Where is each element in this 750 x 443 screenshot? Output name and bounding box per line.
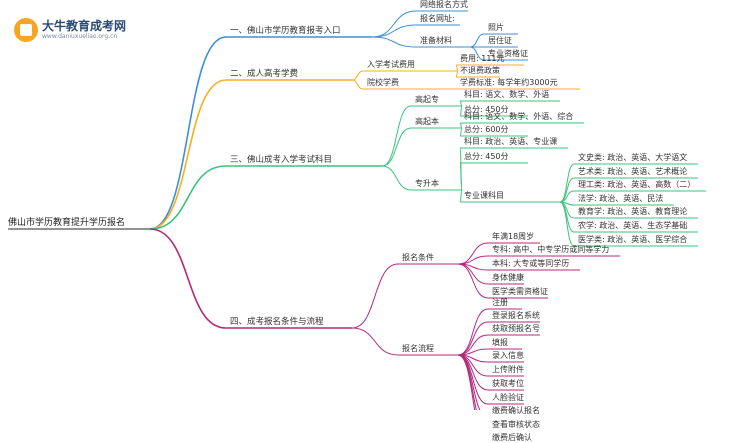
branch-2-2-link-2 xyxy=(459,189,463,203)
branch-1-0-link-0 xyxy=(455,64,459,72)
branch-2-2-2-node-1: 艺术类: 政治、英语、艺术概论 xyxy=(578,167,688,176)
branch-3-1-node-2: 获取预报名号 xyxy=(492,324,540,333)
branch-3-0-link-0 xyxy=(457,242,489,265)
branch-3-link xyxy=(149,228,227,329)
branch-0-2-link-2 xyxy=(469,46,485,61)
mindmap: 大牛教育成考网 www.daniuxueliao.org.cn 佛山市学历教育提… xyxy=(8,0,706,442)
branch-2-2-2-node-0: 文史类: 政治、英语、大学语文 xyxy=(578,153,688,162)
branch-1-0-node-1: 不退费政策 xyxy=(460,66,500,75)
branch-3-0-node-1: 专科: 高中、中专学历或同等学力 xyxy=(492,245,610,254)
branch-3-0-node-3: 身体健康 xyxy=(492,273,524,282)
branch-0-link-1 xyxy=(371,24,417,38)
branch-3-1-node-8: 缴费确认报名 xyxy=(492,406,540,415)
branch-2-2-2-node-6: 医学类: 政治、英语、医学综合 xyxy=(578,235,688,244)
branch-3-1-node-4: 录入信息 xyxy=(492,351,524,360)
branch-0-link-0 xyxy=(371,10,417,38)
branch-3-link-1 xyxy=(351,327,399,356)
branch-3-1-link-0 xyxy=(457,308,489,356)
root-topic: 佛山市学历教育提升学历报名 xyxy=(8,218,126,228)
branch-1-link xyxy=(149,79,227,230)
branch-1-link-0 xyxy=(351,70,364,81)
branch-0-node-2: 准备材料 xyxy=(420,36,452,45)
branch-0-2-node-1: 居住证 xyxy=(488,36,512,45)
branch-0-node-0: 网络报名方式 xyxy=(420,0,468,9)
branch-3-0-link-1 xyxy=(457,255,489,265)
logo-site-name: 大牛教育成考网 xyxy=(42,19,127,33)
branch-0-2-link-0 xyxy=(469,33,485,48)
connector-lines xyxy=(8,10,706,410)
branch-2-2-link-1 xyxy=(459,162,463,191)
branch-0-node-1: 报名网址: xyxy=(420,14,455,23)
branch-2-1-link-1 xyxy=(459,127,463,137)
branch-3-1-node-3: 填报 xyxy=(492,338,508,347)
branch-3-1-node-10: 缴费后确认 xyxy=(492,433,532,442)
logo-url: www.daniuxueliao.org.cn xyxy=(42,33,118,40)
branch-3-1-node-6: 获取考位 xyxy=(492,379,524,388)
branch-2-2-node-2: 专业课科目 xyxy=(464,191,504,200)
branch-3-1-node-5: 上传附件 xyxy=(492,365,524,374)
site-logo: 大牛教育成考网 www.daniuxueliao.org.cn xyxy=(14,16,154,46)
branch-2-2-node-0: 科目: 政治、英语、专业课 xyxy=(464,137,558,146)
branch-1-link-1 xyxy=(351,79,364,90)
branch-3-1-node-0: 注册 xyxy=(492,298,508,307)
branch-3-node-1: 报名流程 xyxy=(402,344,434,353)
branch-2-2-2-node-5: 农学: 政治、英语、生态学基础 xyxy=(578,221,688,230)
branch-0-2-node-2: 专业资格证 xyxy=(488,49,528,58)
branch-2-node-0: 高起专 xyxy=(415,95,439,104)
branch-1-1-node-0: 学费标准: 每学年约3000元 xyxy=(460,78,558,87)
branch-3-1-node-9: 查看审核状态 xyxy=(492,420,540,429)
branch-2-0-link-1 xyxy=(459,105,463,117)
branch-3-node-0: 报名条件 xyxy=(402,253,434,262)
branch-0-link-2 xyxy=(371,36,417,48)
branch-0-2-node-0: 照片 xyxy=(488,23,504,32)
branch-1-node-0: 入学考试费用 xyxy=(367,60,415,69)
branch-2-node-1: 高起本 xyxy=(415,117,439,126)
branch-3-1-node-1: 登录报名系统 xyxy=(492,311,540,320)
branch-2-2-2-link-6 xyxy=(559,201,575,247)
branch-3-1-link-10 xyxy=(457,354,476,410)
branch-2-2-2-node-4: 教育学: 政治、英语、教育理论 xyxy=(578,207,688,216)
branch-2-link-0 xyxy=(381,105,412,167)
branch-2-node-2: 专升本 xyxy=(415,179,439,188)
branch-0-link xyxy=(149,36,227,230)
branch-1-0-node-0: 费用: 111元 xyxy=(460,54,505,63)
branch-3-1-link-1 xyxy=(457,321,489,356)
branch-2-2-node-1: 总分: 450分 xyxy=(464,152,509,161)
branch-2-link xyxy=(149,165,227,230)
branch-2-title: 三、佛山成考入学考试科目 xyxy=(230,155,333,165)
branch-2-0-link-0 xyxy=(459,100,463,107)
branch-3-0-node-2: 本科: 大专或等同学历 xyxy=(492,259,570,268)
branch-2-2-2-node-3: 法学: 政治、英语、民法 xyxy=(578,194,664,203)
branch-2-1-node-1: 总分: 600分 xyxy=(464,125,509,134)
branch-2-0-node-1: 总分: 450分 xyxy=(464,105,509,114)
branch-1-node-1: 院校学费 xyxy=(367,78,399,87)
branch-2-link-2 xyxy=(381,165,412,191)
branch-2-1-node-0: 科目: 语文、数学、外语、综合 xyxy=(464,112,574,121)
book-icon xyxy=(14,18,38,42)
branch-2-1-link-0 xyxy=(459,122,463,129)
branch-3-1-node-7: 人脸验证 xyxy=(492,393,524,402)
branch-3-0-node-4: 医学类需资格证 xyxy=(492,287,548,296)
branch-2-0-node-0: 科目: 语文、数学、外语 xyxy=(464,90,550,99)
branch-1-0-link-1 xyxy=(455,70,459,78)
branch-0-title: 一、佛山市学历教育报考入口 xyxy=(230,26,341,36)
branch-3-link-0 xyxy=(351,263,399,329)
branch-3-0-node-0: 年满18周岁 xyxy=(492,232,535,241)
branch-3-0-link-4 xyxy=(457,263,489,299)
branch-3-title: 四、成考报名条件与流程 xyxy=(230,317,324,327)
branch-2-link-1 xyxy=(381,127,412,167)
branch-1-title: 二、成人高考学费 xyxy=(230,69,299,79)
branch-2-2-2-node-2: 理工类: 政治、英语、高数（二） xyxy=(578,180,696,189)
